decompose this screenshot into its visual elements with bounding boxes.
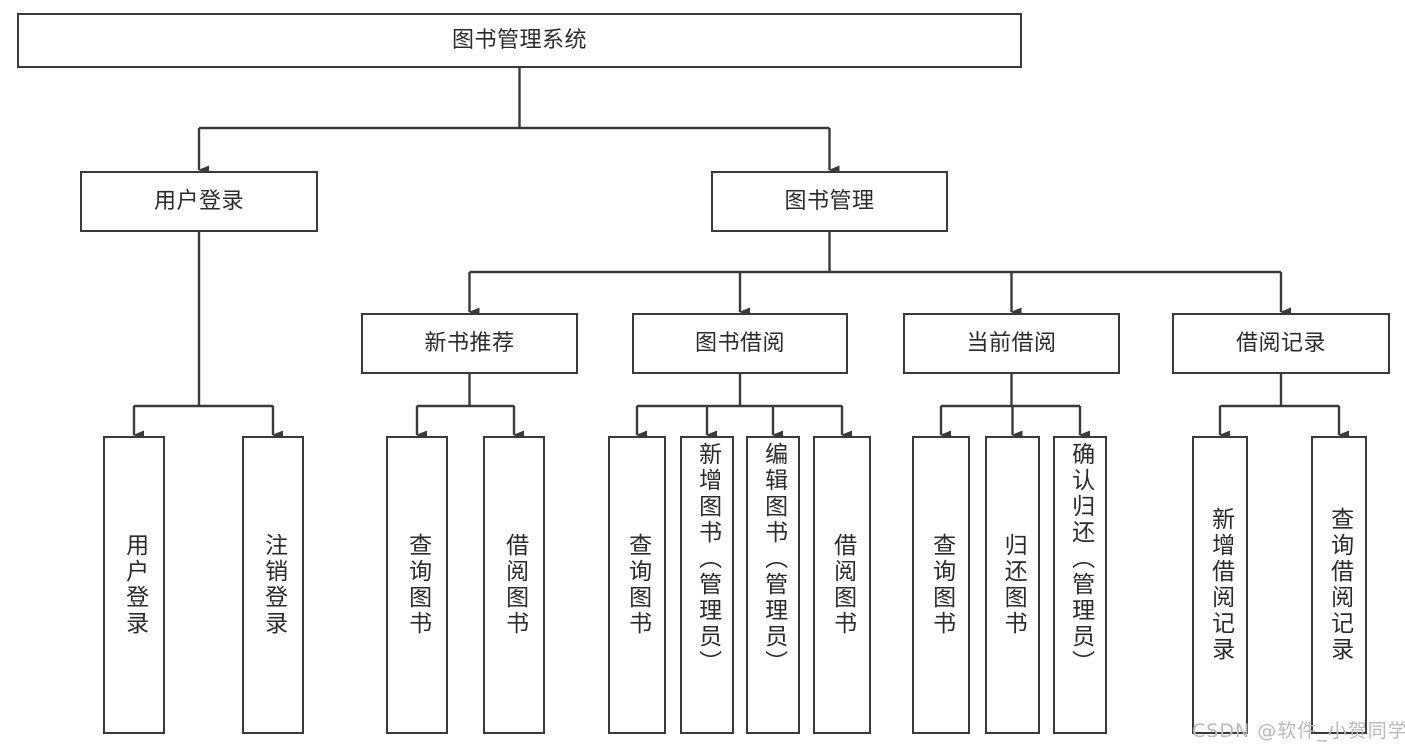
node-leaf-borrow-book-2-label: 借阅图书	[829, 533, 856, 637]
node-current-borrow-label: 当前借阅	[966, 330, 1057, 356]
node-user-login[interactable]: 用户登录	[80, 171, 318, 232]
connector-group	[132, 68, 1349, 440]
node-leaf-query-book-1[interactable]: 查询图书	[386, 436, 448, 734]
node-leaf-confirm-return-label: 确认归还（管理员）	[1067, 442, 1094, 676]
node-current-borrow[interactable]: 当前借阅	[903, 313, 1120, 374]
node-book-manage-label: 图书管理	[784, 188, 875, 214]
node-new-book-recommend[interactable]: 新书推荐	[361, 313, 578, 374]
node-leaf-user-login[interactable]: 用户登录	[103, 436, 165, 734]
node-leaf-add-book-label: 新增图书（管理员）	[694, 442, 721, 676]
node-leaf-user-logout[interactable]: 注销登录	[242, 436, 304, 734]
node-leaf-borrow-book-2[interactable]: 借阅图书	[813, 436, 871, 734]
node-leaf-borrow-book-1-label: 借阅图书	[501, 533, 528, 637]
node-leaf-user-login-label: 用户登录	[121, 533, 148, 637]
node-borrow-record[interactable]: 借阅记录	[1172, 313, 1390, 374]
node-leaf-query-book-2[interactable]: 查询图书	[608, 436, 666, 734]
node-new-book-recommend-label: 新书推荐	[424, 330, 515, 356]
node-book-manage[interactable]: 图书管理	[711, 171, 948, 232]
node-leaf-query-record[interactable]: 查询借阅记录	[1311, 436, 1367, 734]
node-leaf-return-book[interactable]: 归还图书	[985, 436, 1040, 734]
node-book-borrow[interactable]: 图书借阅	[632, 313, 848, 374]
node-book-borrow-label: 图书借阅	[694, 330, 785, 356]
node-leaf-edit-book[interactable]: 编辑图书（管理员）	[746, 436, 800, 734]
node-leaf-add-record[interactable]: 新增借阅记录	[1192, 436, 1248, 734]
node-user-login-label: 用户登录	[153, 188, 244, 214]
node-borrow-record-label: 借阅记录	[1235, 330, 1326, 356]
node-root[interactable]: 图书管理系统	[17, 13, 1022, 68]
node-root-label: 图书管理系统	[451, 27, 587, 53]
node-leaf-query-book-3[interactable]: 查询图书	[912, 436, 970, 734]
node-leaf-add-record-label: 新增借阅记录	[1207, 507, 1234, 663]
node-leaf-return-book-label: 归还图书	[1000, 533, 1027, 637]
node-leaf-query-book-1-label: 查询图书	[404, 533, 431, 637]
watermark: CSDN @软件_小贺同学	[1192, 720, 1405, 742]
node-leaf-borrow-book-1[interactable]: 借阅图书	[483, 436, 545, 734]
node-leaf-confirm-return[interactable]: 确认归还（管理员）	[1053, 436, 1107, 734]
node-leaf-query-book-3-label: 查询图书	[928, 533, 955, 637]
node-leaf-user-logout-label: 注销登录	[260, 533, 287, 637]
node-leaf-query-book-2-label: 查询图书	[624, 533, 651, 637]
node-leaf-add-book[interactable]: 新增图书（管理员）	[680, 436, 734, 734]
node-leaf-query-record-label: 查询借阅记录	[1326, 507, 1353, 663]
node-leaf-edit-book-label: 编辑图书（管理员）	[760, 442, 787, 676]
